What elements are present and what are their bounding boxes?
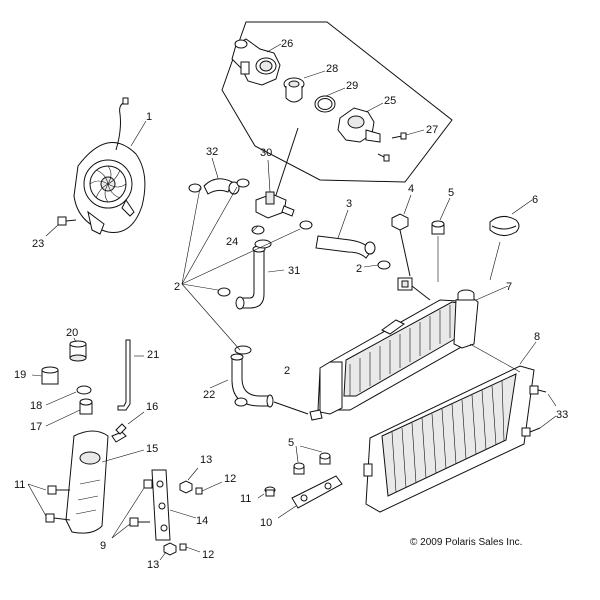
reservoir-bracket-part (151, 469, 197, 541)
reservoir-bolt-part (27, 483, 71, 523)
callout-25: 25 (384, 95, 396, 107)
callout-2-right: 2 (356, 263, 362, 275)
callout-24: 24 (226, 236, 238, 248)
radiator-shroud-part (363, 341, 537, 513)
thermostat-part (283, 77, 305, 103)
callout-20: 20 (66, 327, 78, 339)
callout-2-lower: 2 (284, 365, 290, 377)
mount-bracket-part (277, 475, 343, 519)
callout-17: 17 (30, 421, 42, 433)
callout-9: 9 (100, 540, 106, 552)
callout-6: 6 (532, 194, 538, 206)
callout-11-center: 11 (240, 493, 251, 505)
callout-14: 14 (196, 515, 208, 527)
callout-13-lower: 13 (147, 559, 159, 571)
reservoir-vent-part (31, 366, 59, 385)
callout-labels: 1 2 2 2 3 4 5 5 6 7 8 9 10 11 11 12 12 1… (14, 38, 568, 571)
bracket-screw-part (195, 481, 223, 495)
radiator-cap-part (489, 199, 533, 281)
temperature-sensor-part (391, 194, 412, 277)
callout-29: 29 (346, 80, 358, 92)
callout-26: 26 (281, 38, 293, 50)
hose-clamp-part (377, 260, 391, 270)
hose-fitting-part (251, 159, 295, 235)
callout-23: 23 (32, 238, 44, 250)
callout-32: 32 (206, 146, 218, 158)
callout-5-bottom: 5 (288, 437, 294, 449)
reservoir-cap-part (69, 337, 87, 362)
callout-31: 31 (288, 265, 300, 277)
callout-7: 7 (506, 281, 512, 293)
callout-16: 16 (146, 401, 158, 413)
callout-8: 8 (534, 331, 540, 343)
cooling-fan-part (73, 97, 147, 235)
callout-4: 4 (408, 183, 414, 195)
clamp-leaders (181, 186, 301, 351)
radiator-cap-neck-part (431, 197, 451, 282)
callout-22: 22 (203, 389, 215, 401)
grommet-part (257, 486, 276, 499)
bolt-part (377, 132, 407, 162)
callout-18: 18 (30, 400, 42, 412)
coolant-reservoir-part (65, 430, 145, 534)
thermostat-housing-part (231, 38, 281, 86)
reservoir-oring-part (76, 385, 92, 395)
radiator-hose-part (299, 209, 376, 259)
sensor-connector-part (397, 277, 431, 301)
mount-bushing-part (293, 445, 331, 475)
callout-19: 19 (14, 369, 26, 381)
callout-3: 3 (346, 198, 352, 210)
bracket-screw-lower-part (179, 543, 201, 553)
bracket-nut-part (179, 467, 199, 494)
callout-33: 33 (556, 409, 568, 421)
callout-13-upper: 13 (200, 454, 212, 466)
callout-28: 28 (326, 63, 338, 75)
callout-15: 15 (146, 443, 158, 455)
shroud-bolt-part (521, 385, 557, 437)
overflow-tube-part (117, 339, 144, 411)
callout-1: 1 (146, 111, 152, 123)
callout-5-top: 5 (448, 187, 454, 199)
upper-hose-part (188, 157, 250, 195)
reservoir-neck-part (45, 398, 93, 427)
callout-27: 27 (426, 124, 438, 136)
callout-2-left: 2 (174, 281, 180, 293)
fan-bolt-part (45, 216, 77, 237)
bracket-nut-lower-part (159, 542, 177, 561)
lower-hose-part (217, 239, 285, 310)
thermostat-cover-part (337, 107, 381, 143)
tube-fitting-part (111, 411, 145, 443)
callout-10: 10 (260, 517, 272, 529)
callout-12-upper: 12 (224, 473, 236, 485)
callout-12-lower: 12 (202, 549, 214, 561)
radiator-part (309, 285, 509, 421)
callout-30: 30 (260, 147, 272, 159)
thermostat-housing-inset (221, 21, 453, 199)
callout-21: 21 (147, 349, 159, 361)
copyright-notice: © 2009 Polaris Sales Inc. (410, 537, 523, 548)
radiator-outlet-hose-part (209, 345, 309, 415)
callout-11-left: 11 (14, 479, 25, 491)
